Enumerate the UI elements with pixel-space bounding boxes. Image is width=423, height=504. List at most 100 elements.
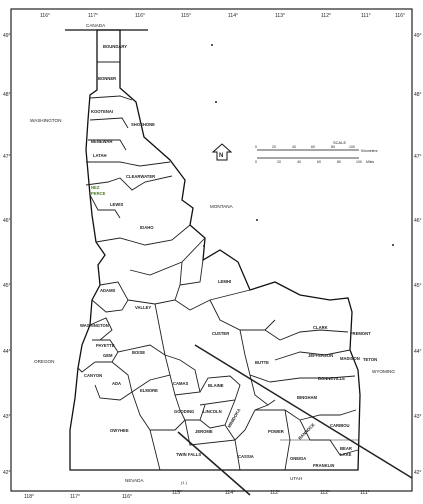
county-caribou: CARIBOU — [330, 423, 350, 428]
mi-tick-20: 20 — [277, 160, 281, 164]
county-clearwater: CLEARWATER — [126, 174, 155, 179]
lat-right-45: 45° — [414, 283, 422, 289]
lat-left-44: 44° — [3, 349, 11, 355]
county-minidoka: MINIDOKA — [227, 408, 242, 429]
lon-bottom-6: 112° — [270, 490, 280, 496]
county-oneida: ONEIDA — [290, 456, 306, 461]
km-tick-80: 80 — [331, 145, 335, 149]
lon-bottom-7: 112° — [320, 490, 330, 496]
county-bonner: BONNER — [98, 76, 116, 81]
lon-bottom-4: 115° — [172, 490, 182, 496]
lon-bottom-5: 114° — [225, 490, 235, 496]
lat-left-43: 43° — [3, 414, 11, 420]
county-jefferson: JEFFERSON — [308, 353, 333, 358]
lon-top-3: 116° — [135, 13, 145, 19]
county-teton: TETON — [363, 357, 377, 362]
map-dots — [203, 44, 394, 247]
county-adams: ADAMS — [100, 288, 116, 293]
lat-right-48: 48° — [414, 92, 422, 98]
km-tick-60: 60 — [311, 145, 315, 149]
lat-left-42: 42° — [3, 470, 11, 476]
lat-left-47: 47° — [3, 154, 11, 160]
label-nevada: NEVADA — [125, 478, 144, 483]
road-line-2 — [177, 431, 251, 496]
county-bingham: BINGHAM — [297, 395, 318, 400]
county-camas: CAMAS — [173, 381, 189, 386]
county-shoshone: SHOSHONE — [131, 122, 155, 127]
lon-top-4: 115° — [181, 13, 191, 19]
idaho-outline — [69, 29, 361, 471]
county-latah: LATAH — [93, 153, 107, 158]
map-frame — [10, 8, 413, 492]
county-boise: BOISE — [132, 350, 145, 355]
lat-right-47: 47° — [414, 154, 422, 160]
mile-ticks: 0 20 40 60 80 100 Miles — [255, 160, 374, 164]
county-butte: BUTTE — [255, 360, 269, 365]
county-clark: CLARK — [313, 325, 328, 330]
lon-top-9: 116° — [395, 13, 405, 19]
county-power: POWER — [268, 429, 284, 434]
county-nez-perce-2: PERCE — [91, 191, 106, 196]
label-utah: UTAH — [290, 476, 302, 481]
county-lines — [77, 61, 359, 471]
north-label: N — [219, 153, 223, 159]
county-bonneville: BONNEVILLE — [318, 376, 345, 381]
mi-unit: Miles — [366, 160, 374, 164]
county-gooding: GOODING — [174, 409, 194, 414]
km-tick-40: 40 — [292, 145, 296, 149]
county-labels: BOUNDARY BONNER KOOTENAI SHOSHONE BENEWA… — [80, 44, 377, 468]
county-valley: VALLEY — [135, 305, 151, 310]
county-lemhi: LEMHI — [218, 279, 231, 284]
label-montana: MONTANA — [210, 204, 234, 209]
mi-tick-40: 40 — [297, 160, 301, 164]
km-tick-0: 0 — [255, 145, 257, 149]
label-wyoming: WYOMING — [372, 369, 395, 374]
mi-tick-60: 60 — [317, 160, 321, 164]
neighbor-labels: CANADA WASHINGTON MONTANA WYOMING OREGON… — [30, 23, 395, 483]
lon-bottom-1: 118° — [24, 494, 34, 500]
top-longitude-ticks: 116° 117° 116° 115° 114° 113° 112° 111° … — [40, 13, 405, 19]
county-lewis: LEWIS — [110, 202, 123, 207]
county-kootenai: KOOTENAI — [91, 109, 113, 114]
county-owyhee: OWYHEE — [110, 428, 129, 433]
lat-right-44: 44° — [414, 349, 422, 355]
km-tick-20: 20 — [272, 145, 276, 149]
county-madison: MADISON — [340, 356, 360, 361]
lon-bottom-3: 116° — [122, 494, 132, 500]
county-elmore: ELMORE — [140, 388, 158, 393]
lat-right-49: 49° — [414, 33, 422, 39]
km-ticks: 0 20 40 60 80 100 Kilometers — [255, 145, 378, 153]
county-bear-lake-2: LAKE — [340, 452, 352, 457]
lat-right-46: 46° — [414, 218, 422, 224]
north-arrow: N — [211, 143, 233, 161]
county-ada: ADA — [112, 381, 121, 386]
county-blaine: BLAINE — [208, 383, 224, 388]
county-bannock: BANNOCK — [297, 422, 316, 441]
county-idaho: IDAHO — [140, 225, 154, 230]
county-canyon: CANYON — [84, 373, 102, 378]
lon-top-8: 111° — [361, 13, 371, 19]
mi-tick-100: 100 — [356, 160, 362, 164]
lon-top-2: 117° — [88, 13, 98, 19]
county-nez-perce-1: NEZ — [91, 185, 100, 190]
county-washington: WASHINGTON — [80, 323, 109, 328]
lat-left-45: 45° — [3, 283, 11, 289]
bottom-longitude-ticks: 118° 117° 116° 115° 114° 112° 112° 111° — [24, 490, 370, 500]
scale-title: SCALE — [333, 140, 346, 145]
county-jerome: JEROME — [195, 429, 213, 434]
county-payette: PAYETTE — [96, 343, 115, 348]
county-benewah: BENEWAH — [91, 139, 112, 144]
mi-tick-0: 0 — [255, 160, 257, 164]
lon-top-1: 116° — [40, 13, 50, 19]
km-tick-100: 100 — [349, 145, 355, 149]
lat-left-48: 48° — [3, 92, 11, 98]
label-canada: CANADA — [86, 23, 106, 28]
lon-top-7: 112° — [321, 13, 331, 19]
north-arrow-icon — [211, 143, 233, 161]
lat-left-49: 49° — [3, 33, 11, 39]
mi-tick-80: 80 — [337, 160, 341, 164]
lon-bottom-8: 111° — [360, 490, 370, 496]
county-twin-falls: TWIN FALLS — [176, 452, 201, 457]
county-franklin: FRANKLIN — [313, 463, 334, 468]
